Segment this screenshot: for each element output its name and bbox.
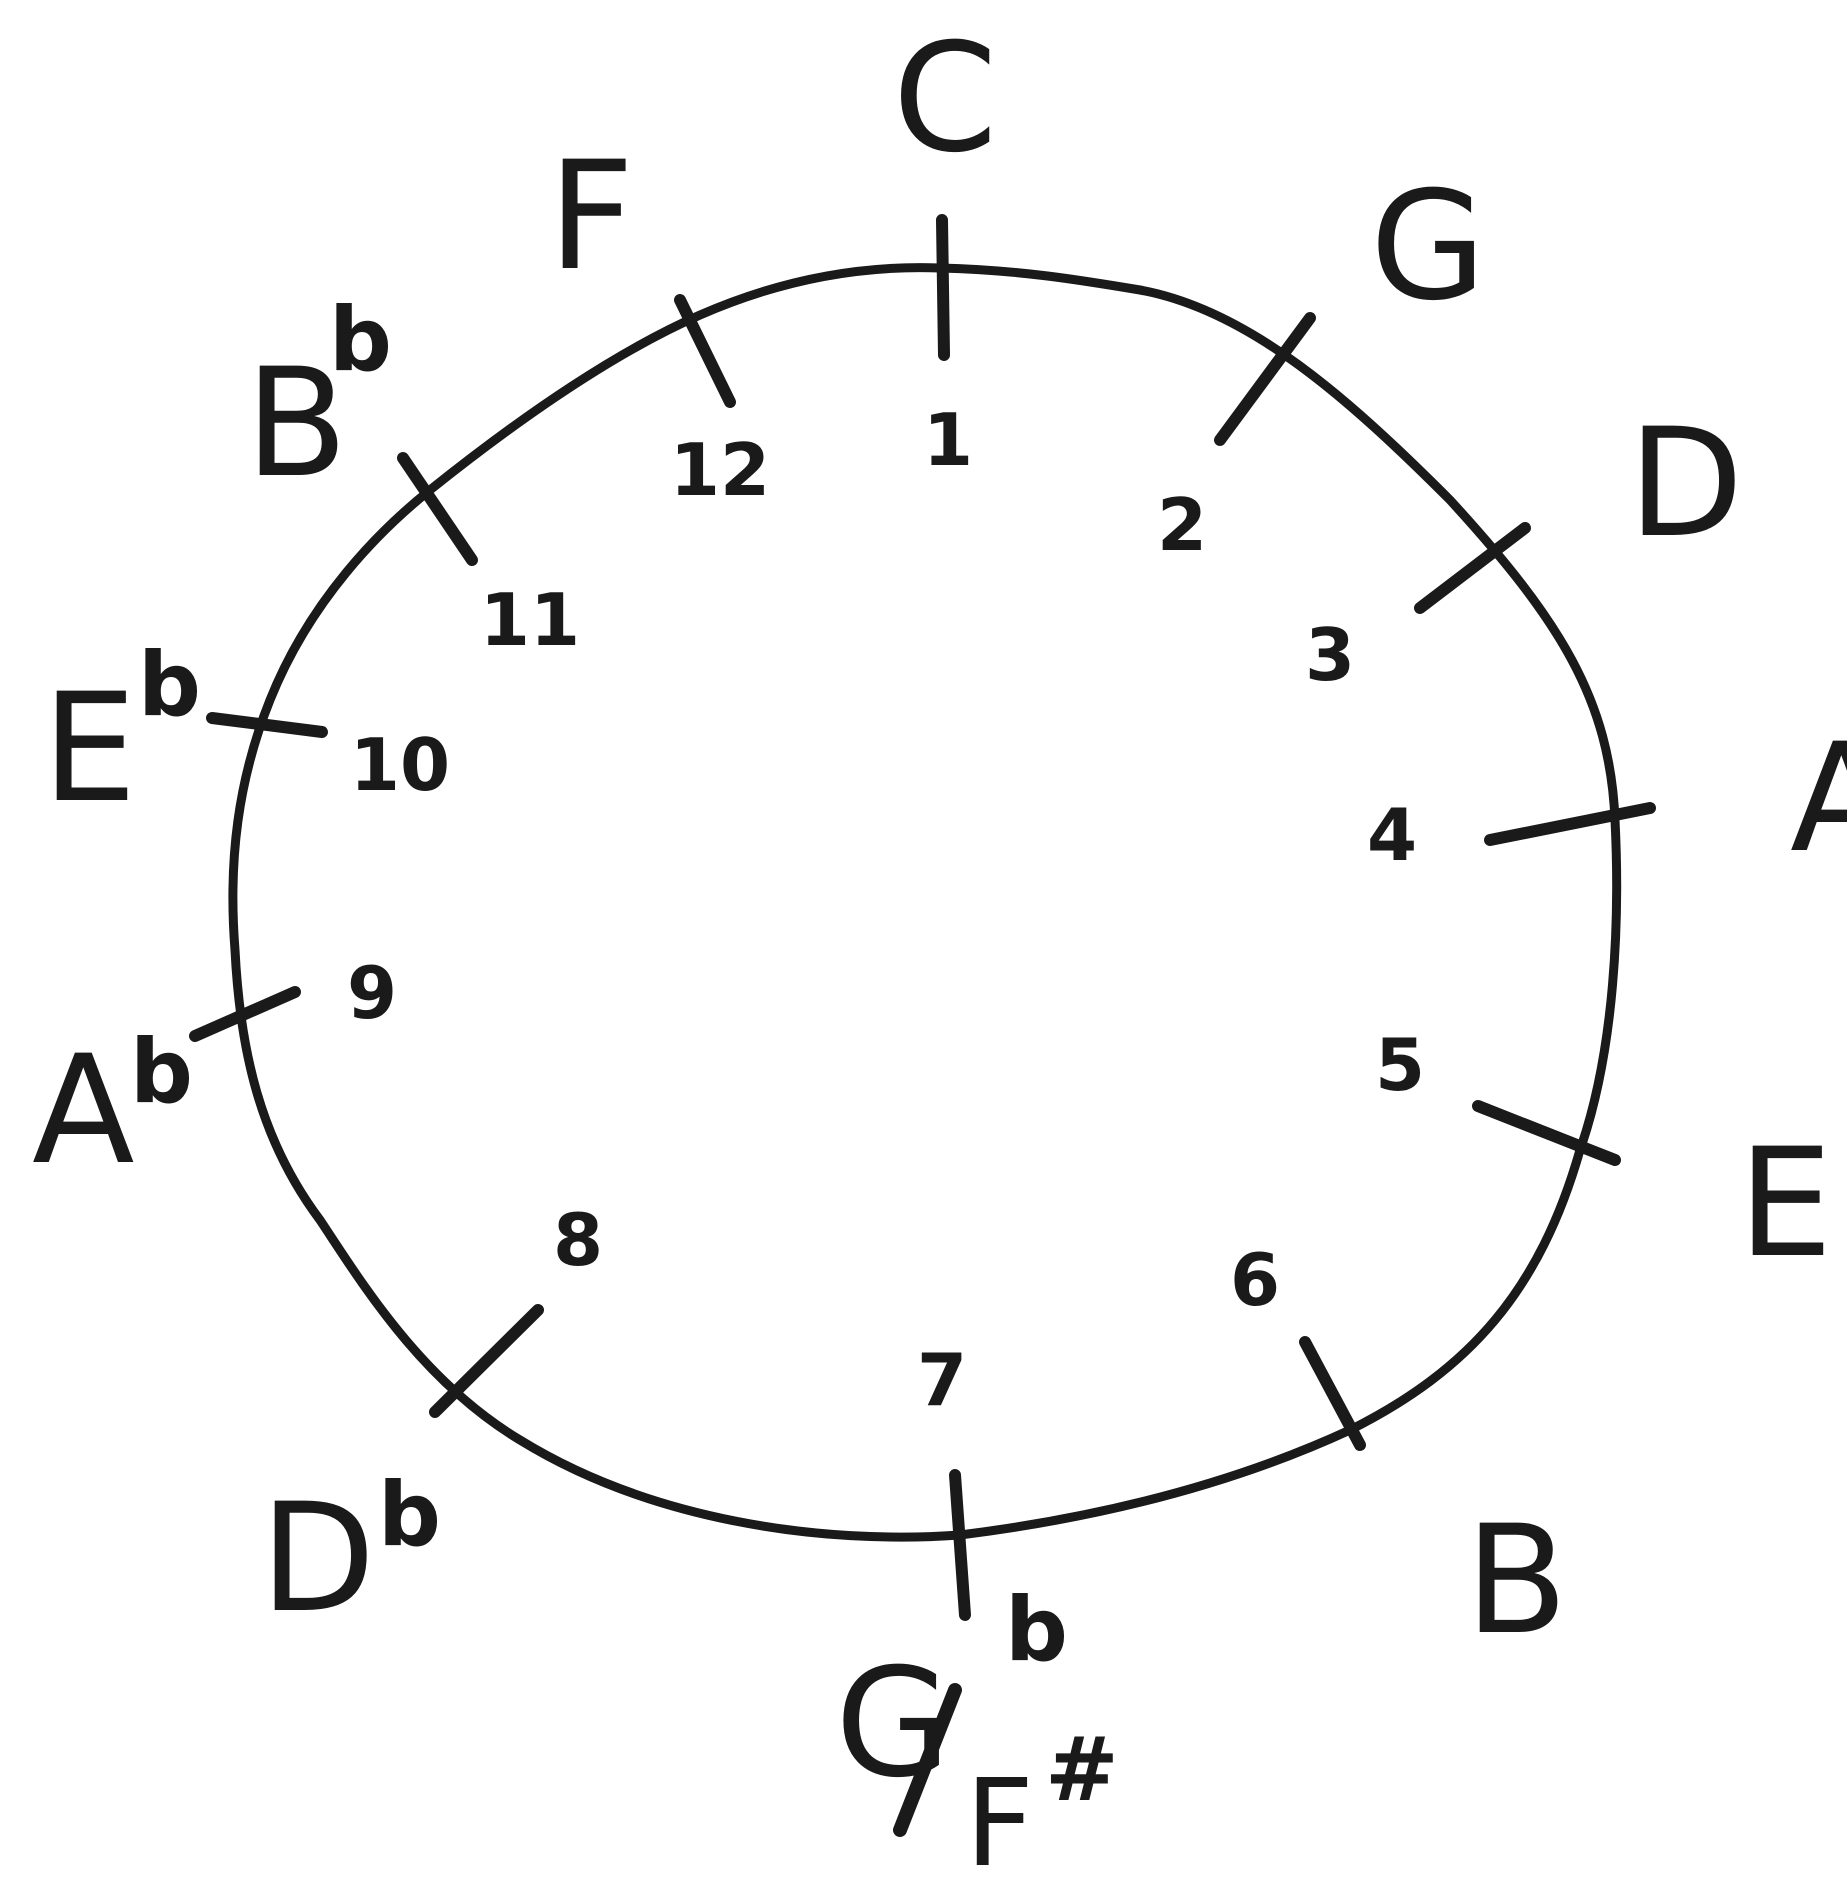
note-label-7: G bbox=[835, 1637, 951, 1811]
position-number-4: 4 bbox=[1367, 793, 1417, 877]
accidental-11: b bbox=[329, 288, 392, 391]
note-label-11: B bbox=[245, 337, 348, 511]
tick-marks bbox=[189, 214, 1656, 1621]
tick-10 bbox=[206, 712, 328, 738]
position-number-3: 3 bbox=[1305, 613, 1355, 697]
position-number-6: 6 bbox=[1230, 1238, 1280, 1322]
enharmonic-slash bbox=[893, 1683, 962, 1837]
accidental-10: b bbox=[138, 633, 201, 736]
circle-outline bbox=[228, 263, 1622, 1542]
tick-1 bbox=[936, 214, 950, 361]
tick-11 bbox=[397, 452, 478, 566]
position-number-11: 11 bbox=[480, 578, 580, 662]
tick-3 bbox=[1414, 522, 1531, 614]
tick-5 bbox=[1472, 1100, 1621, 1166]
alt-note-label-7: F bbox=[965, 1755, 1034, 1894]
note-label-1: C bbox=[893, 12, 998, 186]
position-number-2: 2 bbox=[1157, 483, 1207, 567]
position-number-12: 12 bbox=[670, 428, 770, 512]
accidental-9: b bbox=[130, 1020, 193, 1123]
alt-accidental-7: # bbox=[1045, 1718, 1119, 1821]
note-label-10: E bbox=[42, 662, 137, 836]
note-label-5: E bbox=[1738, 1117, 1833, 1291]
tick-12 bbox=[674, 294, 736, 408]
position-number-5: 5 bbox=[1375, 1023, 1425, 1107]
position-number-8: 8 bbox=[553, 1198, 603, 1282]
position-number-9: 9 bbox=[347, 951, 397, 1035]
accidental-8: b bbox=[378, 1463, 441, 1566]
tick-7 bbox=[949, 1469, 971, 1621]
accidental-7: b bbox=[1005, 1578, 1068, 1681]
tick-9 bbox=[189, 986, 301, 1042]
note-label-8: D bbox=[260, 1472, 376, 1646]
tick-4 bbox=[1484, 802, 1656, 846]
note-label-2: G bbox=[1370, 160, 1486, 334]
tick-2 bbox=[1214, 312, 1316, 446]
position-number-10: 10 bbox=[350, 723, 450, 807]
note-label-4: A bbox=[1790, 712, 1847, 886]
tick-8 bbox=[429, 1304, 544, 1418]
position-number-7: 7 bbox=[917, 1338, 967, 1422]
tick-6 bbox=[1299, 1336, 1366, 1451]
note-label-12: F bbox=[548, 130, 634, 304]
position-number-1: 1 bbox=[923, 398, 973, 482]
note-label-9: A bbox=[32, 1024, 135, 1198]
note-label-6: B bbox=[1465, 1494, 1568, 1668]
note-label-3: D bbox=[1628, 397, 1744, 571]
